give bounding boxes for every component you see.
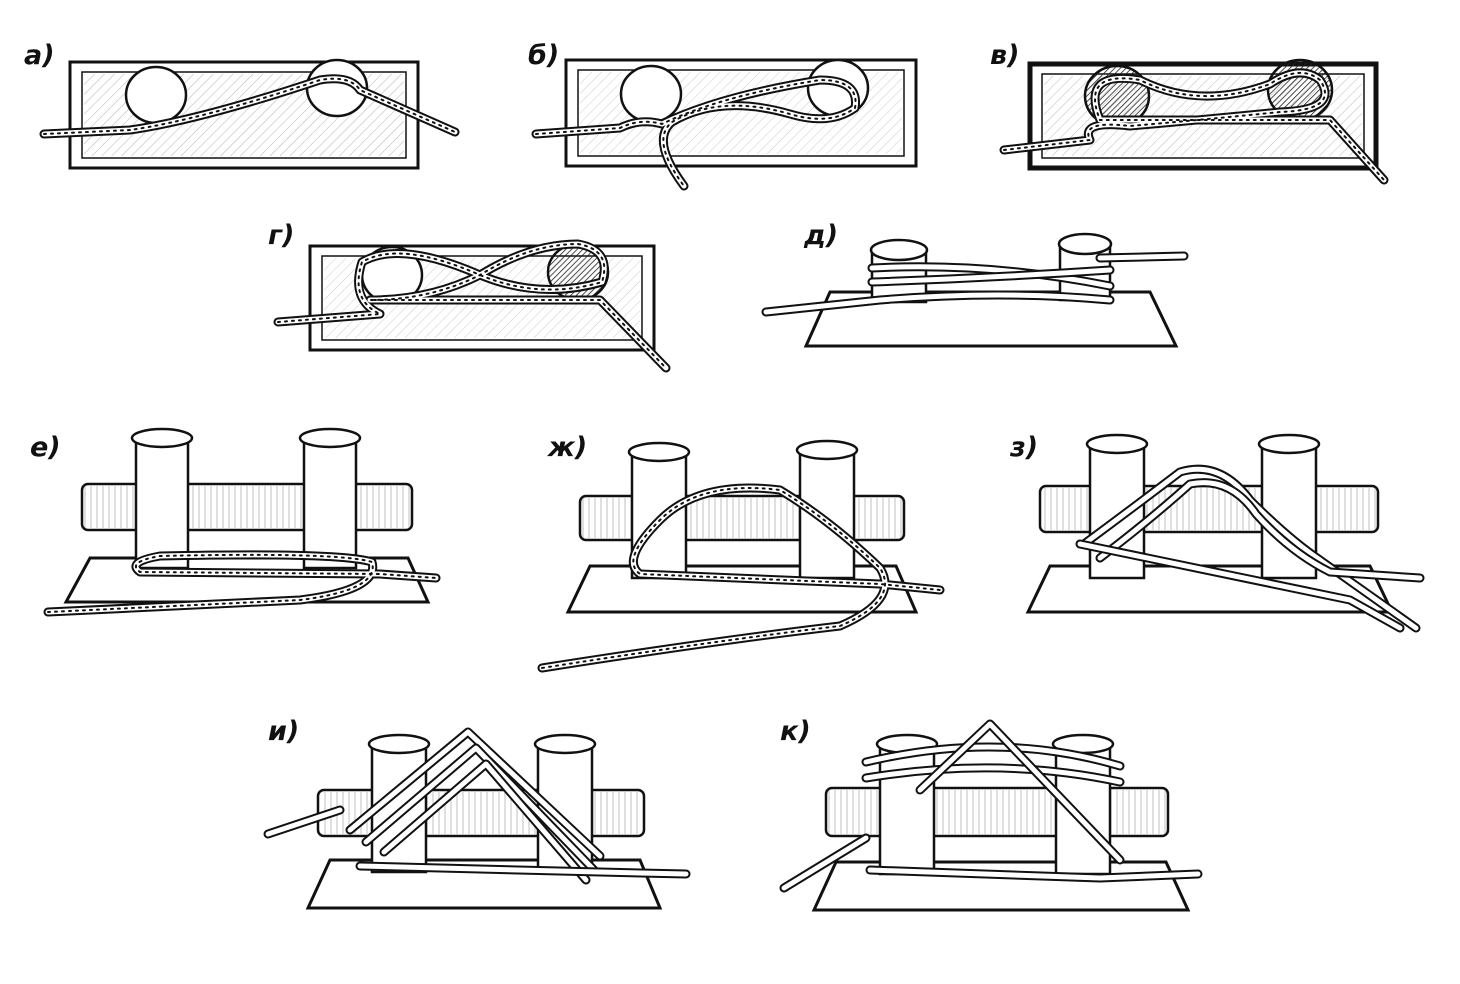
- bollard-head: [795, 439, 859, 461]
- panel-k: к): [779, 716, 1203, 912]
- panel-g: г): [268, 220, 671, 373]
- bollard-post: [798, 448, 856, 580]
- panel-zh: ж): [537, 432, 945, 673]
- panel-label-zh: ж): [546, 432, 587, 463]
- bollard-head: [298, 427, 362, 449]
- panel-label-k: к): [780, 716, 811, 747]
- bollard-head: [1085, 433, 1149, 455]
- panel-d: д): [761, 220, 1189, 348]
- panel-a: а): [24, 40, 460, 170]
- bollard-post: [302, 436, 358, 570]
- bollard-head: [1057, 232, 1113, 256]
- bollard-base-plate: [565, 564, 919, 614]
- panel-label-d: д): [803, 220, 838, 251]
- panel-e: е): [30, 427, 441, 617]
- rope: [1075, 464, 1425, 633]
- panel-i: и): [263, 716, 691, 910]
- panel-label-v: в): [990, 40, 1019, 71]
- panel-label-a: а): [24, 40, 55, 71]
- bollard-post: [878, 742, 936, 876]
- bollard-head: [367, 733, 431, 755]
- panel-label-z: з): [1009, 432, 1038, 463]
- rope: [779, 719, 1203, 893]
- panel-label-e: е): [30, 432, 61, 463]
- panel-v: в): [990, 40, 1389, 185]
- bollard-head: [869, 238, 929, 262]
- bollard-head: [130, 427, 194, 449]
- bollard-post: [134, 436, 190, 570]
- panel-label-b: б): [528, 40, 559, 71]
- bollard-head: [627, 441, 691, 463]
- panel-label-i: и): [268, 716, 299, 747]
- panel-z: з): [1009, 432, 1425, 633]
- bollard-head: [533, 733, 597, 755]
- panel-label-g: г): [268, 220, 294, 251]
- bollard-head: [1257, 433, 1321, 455]
- bollard-head: [619, 64, 683, 124]
- bollard-head: [124, 65, 188, 125]
- panel-b: б): [528, 40, 918, 191]
- rope-coils: [761, 251, 1189, 317]
- rope: [263, 727, 691, 885]
